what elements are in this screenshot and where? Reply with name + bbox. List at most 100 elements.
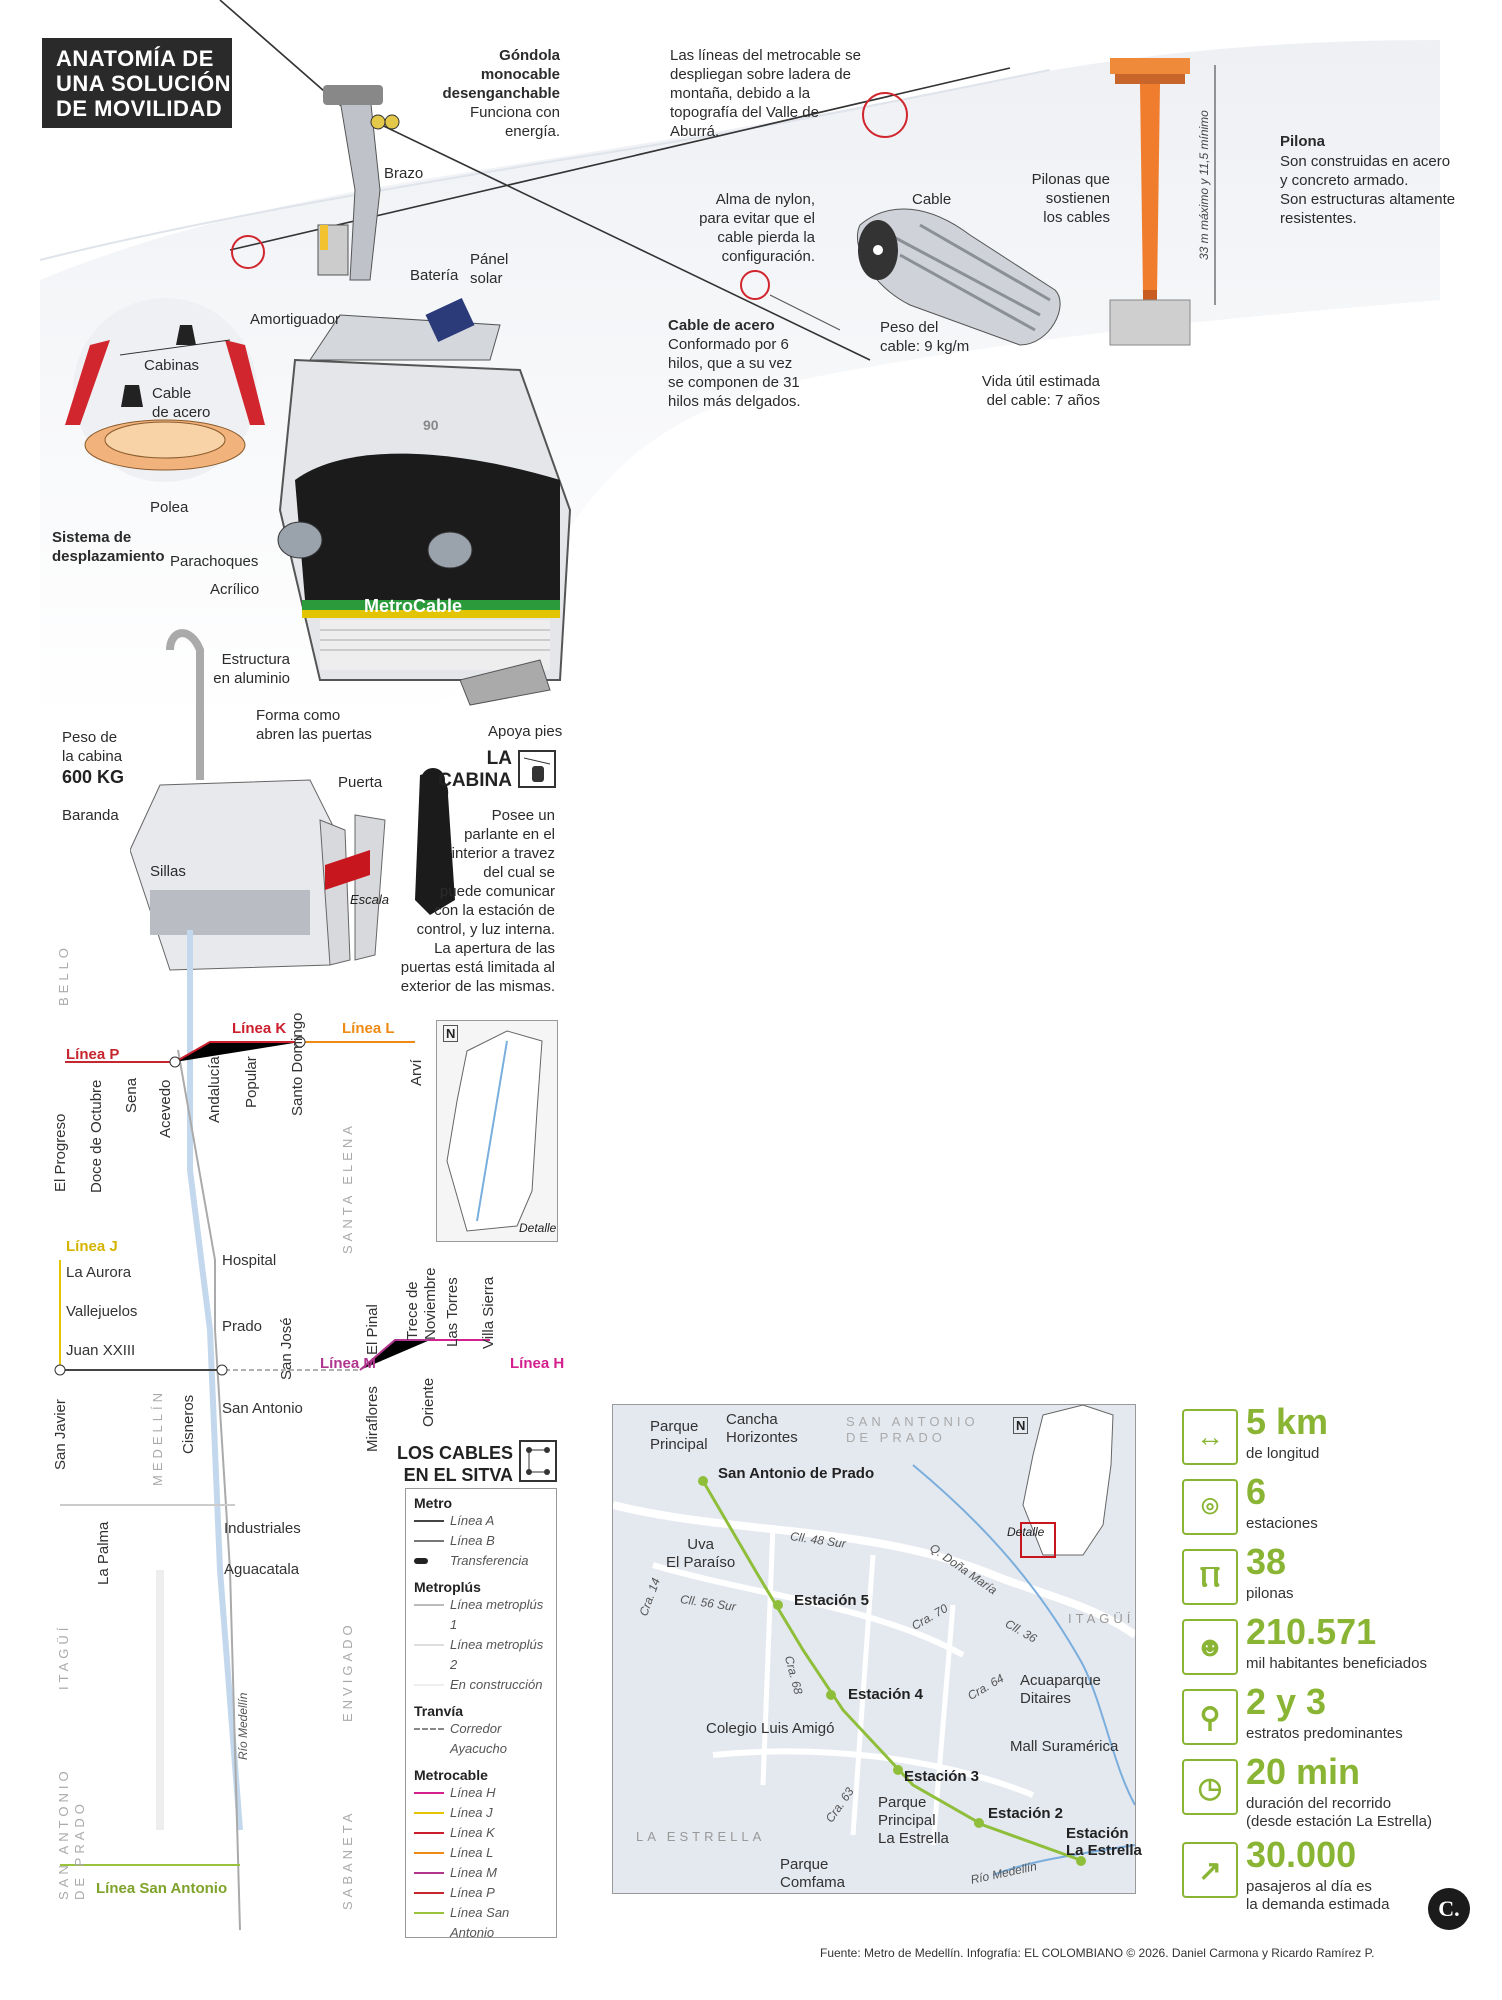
length-icon: ↔	[1182, 1409, 1238, 1465]
cabins-label: Cabinas	[144, 357, 200, 374]
cabin-number: 90	[423, 417, 439, 433]
legend-item-metroplus-1: Línea metroplús 1	[414, 1595, 548, 1635]
station-aguacatala: Aguacatala	[224, 1561, 300, 1578]
station-industriales: Industriales	[224, 1520, 301, 1537]
station-santo-domingo: Santo Domingo	[289, 1012, 306, 1116]
station-arvi: Arví	[408, 1059, 425, 1086]
station-andalucia: Andalucía	[206, 1056, 223, 1123]
pylon-heading: Pilona	[1280, 133, 1326, 150]
detail-region-de-prado: DE PRADO	[846, 1430, 946, 1445]
steel-cable-illustration	[856, 208, 1061, 346]
pylon-illustration	[1109, 58, 1191, 346]
legend-item-linea-m: Línea M	[414, 1863, 548, 1883]
source-credit: Fuente: Metro de Medellín. Infografía: E…	[820, 1946, 1375, 1960]
locator-outline	[446, 1030, 543, 1232]
legend-tranvia-heading: Tranvía	[414, 1703, 464, 1719]
acrylic-label: Acrílico	[210, 581, 260, 598]
stat-strata: ⚲ 2 y 3 estratos predominantes	[1182, 1681, 1482, 1747]
legend-metro-heading: Metro	[414, 1495, 453, 1511]
station-sena: Sena	[123, 1077, 140, 1113]
cabin-cutaway-illustration	[130, 629, 455, 971]
arm-label: Brazo	[384, 165, 424, 182]
detail-north-icon: N	[1013, 1417, 1029, 1434]
detail-region-san-antonio: SAN ANTONIO	[846, 1414, 979, 1429]
detail-region-itagui: ITAGÜÍ	[1068, 1611, 1135, 1626]
region-envigado: ENVIGADO	[340, 1621, 355, 1722]
legend-item-linea-b: Línea B	[414, 1531, 548, 1551]
line-l-label: Línea L	[342, 1020, 395, 1037]
map-station-3: Estación 3	[904, 1768, 980, 1785]
region-itagui: ITAGÜÍ	[56, 1623, 71, 1690]
station-doce-de-octubre: Doce de Octubre	[88, 1079, 105, 1193]
legend-item-construccion: En construcción	[414, 1675, 548, 1695]
stat-inhabitants: ☻ 210.571 mil habitantes beneficiados	[1182, 1611, 1482, 1677]
cabin-weight-value: 600 KG	[62, 767, 125, 787]
cabin-icon	[518, 750, 556, 788]
map-legend: Metro Línea A Línea B Transferencia Metr…	[405, 1488, 557, 1940]
station-san-javier: San Javier	[52, 1399, 69, 1470]
detail-map: N Detalle	[612, 1404, 1138, 1894]
line-h-label: Línea H	[510, 1355, 565, 1372]
stat-stations: ⌾ 6 estaciones	[1182, 1471, 1482, 1537]
map-station-5: Estación 5	[794, 1592, 870, 1609]
bumper-label: Parachoques	[170, 553, 259, 570]
line-k-label: Línea K	[232, 1020, 287, 1037]
station-san-jose: San José	[278, 1317, 295, 1380]
river-label: Río Medellín	[236, 1692, 250, 1760]
region-santa-elena: SANTA ELENA	[340, 1122, 355, 1254]
network-map	[54, 930, 490, 1931]
map-station-4: Estación 4	[848, 1686, 924, 1703]
cable-label: Cable	[912, 191, 952, 208]
north-icon: N	[443, 1025, 459, 1042]
battery-label: Batería	[410, 267, 459, 284]
station-trece-de-noviembre: Trece de Noviembre	[404, 1267, 439, 1340]
station-el-pinal: El Pinal	[364, 1304, 381, 1355]
station-oriente: Oriente	[420, 1377, 437, 1427]
place-mall-suramerica: Mall Suraméricа	[1010, 1738, 1119, 1755]
legend-metrocable-heading: Metrocable	[414, 1767, 488, 1783]
station-villa-sierra: Villa Sierra	[480, 1276, 497, 1349]
railing-label: Baranda	[62, 807, 119, 824]
gondola-illustration	[277, 85, 572, 706]
clock-icon: ◷	[1182, 1759, 1238, 1815]
seats-label: Sillas	[150, 863, 186, 880]
door-label: Puerta	[338, 774, 383, 791]
station-vallejuelos: Vallejuelos	[66, 1303, 138, 1320]
pylon-icon: Ⲡ	[1182, 1549, 1238, 1605]
map-station-2: Estación 2	[988, 1805, 1064, 1822]
detail-inset-label: Detalle	[1007, 1525, 1045, 1539]
station-san-antonio: San Antonio	[222, 1400, 303, 1417]
legend-item-linea-san-antonio: Línea San Antonio	[414, 1903, 548, 1943]
region-medellin: MEDELLÍN	[150, 1388, 165, 1486]
growth-chart-icon: ↗	[1182, 1842, 1238, 1898]
legend-metroplus-heading: Metroplús	[414, 1579, 481, 1595]
line-san-antonio-label: Línea San Antonio	[96, 1880, 228, 1897]
station-popular: Popular	[243, 1056, 260, 1108]
station-cisneros: Cisneros	[180, 1394, 197, 1454]
network-icon	[519, 1440, 557, 1482]
line-j-label: Línea J	[66, 1238, 118, 1255]
pulley-label: Polea	[150, 499, 189, 516]
legend-item-corredor: Corredor Ayacucho	[414, 1719, 548, 1759]
